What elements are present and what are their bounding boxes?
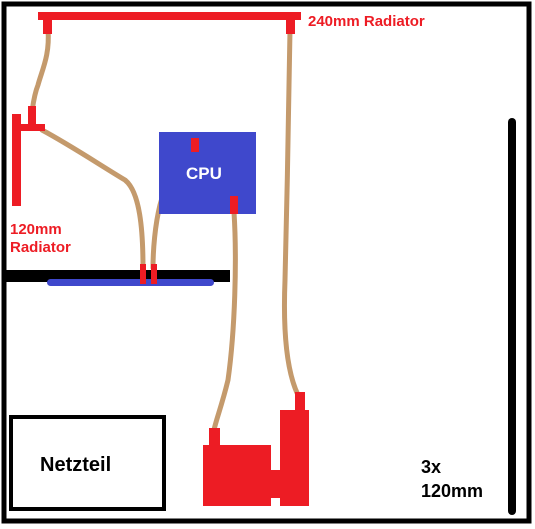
label-radiator-120-line2: Radiator — [10, 239, 71, 256]
tube-cpu-to-pump — [211, 209, 238, 433]
cpu-block — [159, 132, 256, 214]
radiator-120-port — [28, 106, 36, 126]
cpu-outlet — [230, 196, 238, 214]
pump-port — [209, 428, 220, 448]
reservoir — [280, 410, 309, 506]
pump — [203, 445, 271, 506]
tube-rad240-to-rad120 — [29, 27, 51, 115]
radiator-240-port-left — [43, 18, 52, 34]
label-radiator-240: 240mm Radiator — [308, 13, 425, 30]
tubing — [29, 27, 301, 433]
label-psu: Netzteil — [40, 454, 111, 476]
label-radiator-120-line1: 120mm — [10, 221, 62, 238]
reservoir-port — [295, 392, 305, 412]
radiator-240-port-right — [286, 18, 295, 34]
radiator-240 — [38, 12, 301, 20]
radiator-120 — [12, 114, 21, 206]
gpu-port-right — [151, 264, 157, 284]
tube-rad240-to-reservoir — [281, 27, 301, 398]
gpu-block — [47, 279, 214, 286]
label-fans-line1: 3x — [421, 457, 441, 477]
label-fans-line2: 120mm — [421, 481, 483, 501]
fan-bar — [508, 118, 516, 515]
cpu-inlet — [191, 138, 199, 152]
radiator-120-port-bar — [19, 124, 45, 131]
gpu-port-left — [140, 264, 146, 284]
tube-rad120-to-mainboard — [39, 127, 146, 271]
psu-box — [9, 415, 166, 511]
pump-connector — [268, 470, 282, 498]
label-cpu: CPU — [186, 164, 222, 183]
